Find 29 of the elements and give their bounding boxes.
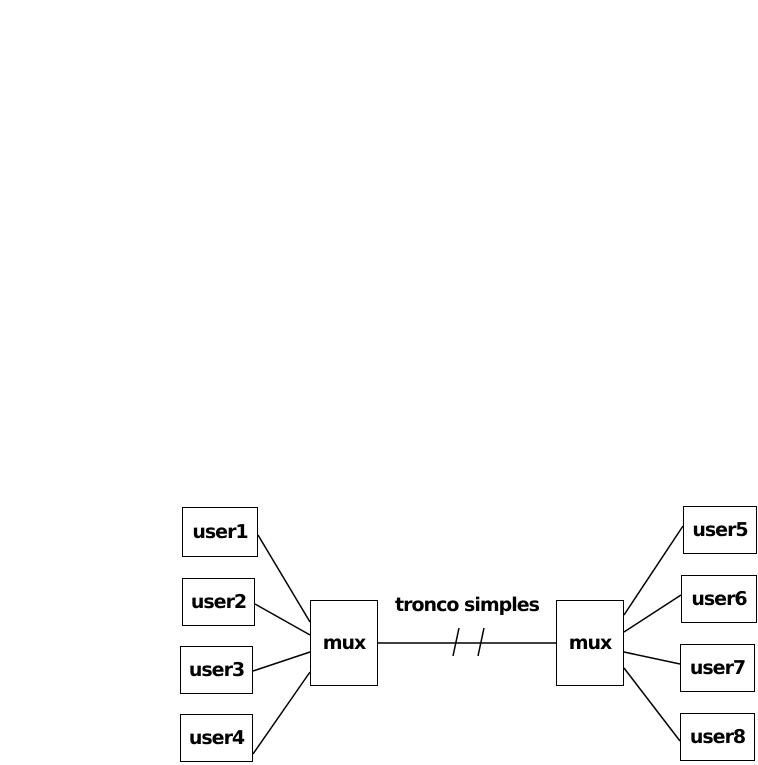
connector-line — [623, 526, 684, 616]
connector-line — [624, 594, 682, 633]
process-box — [182, 578, 255, 626]
node-label: mux — [568, 634, 612, 652]
connector-line — [254, 603, 310, 636]
connector-line — [623, 668, 681, 742]
connector-line — [378, 642, 556, 644]
connector-line — [252, 672, 311, 754]
node-label: user8 — [690, 728, 746, 746]
process-box — [681, 575, 757, 623]
process-box — [180, 714, 253, 762]
process-box — [310, 600, 378, 686]
process-box — [680, 713, 755, 761]
process-box — [180, 646, 253, 694]
node-label: user6 — [691, 590, 747, 608]
process-box — [556, 600, 624, 686]
node-label: user1 — [192, 522, 248, 542]
connector-line — [624, 651, 680, 665]
connector-line — [252, 651, 310, 672]
node-label: user5 — [692, 520, 748, 540]
process-box — [683, 506, 757, 554]
node-label: user4 — [188, 728, 244, 748]
process-box — [182, 507, 258, 557]
node-label: user3 — [188, 660, 244, 680]
process-box — [680, 644, 755, 692]
node-label: user7 — [690, 658, 746, 678]
node-label: mux — [322, 634, 366, 652]
node-label: user2 — [190, 592, 246, 612]
connector-line — [257, 534, 311, 622]
